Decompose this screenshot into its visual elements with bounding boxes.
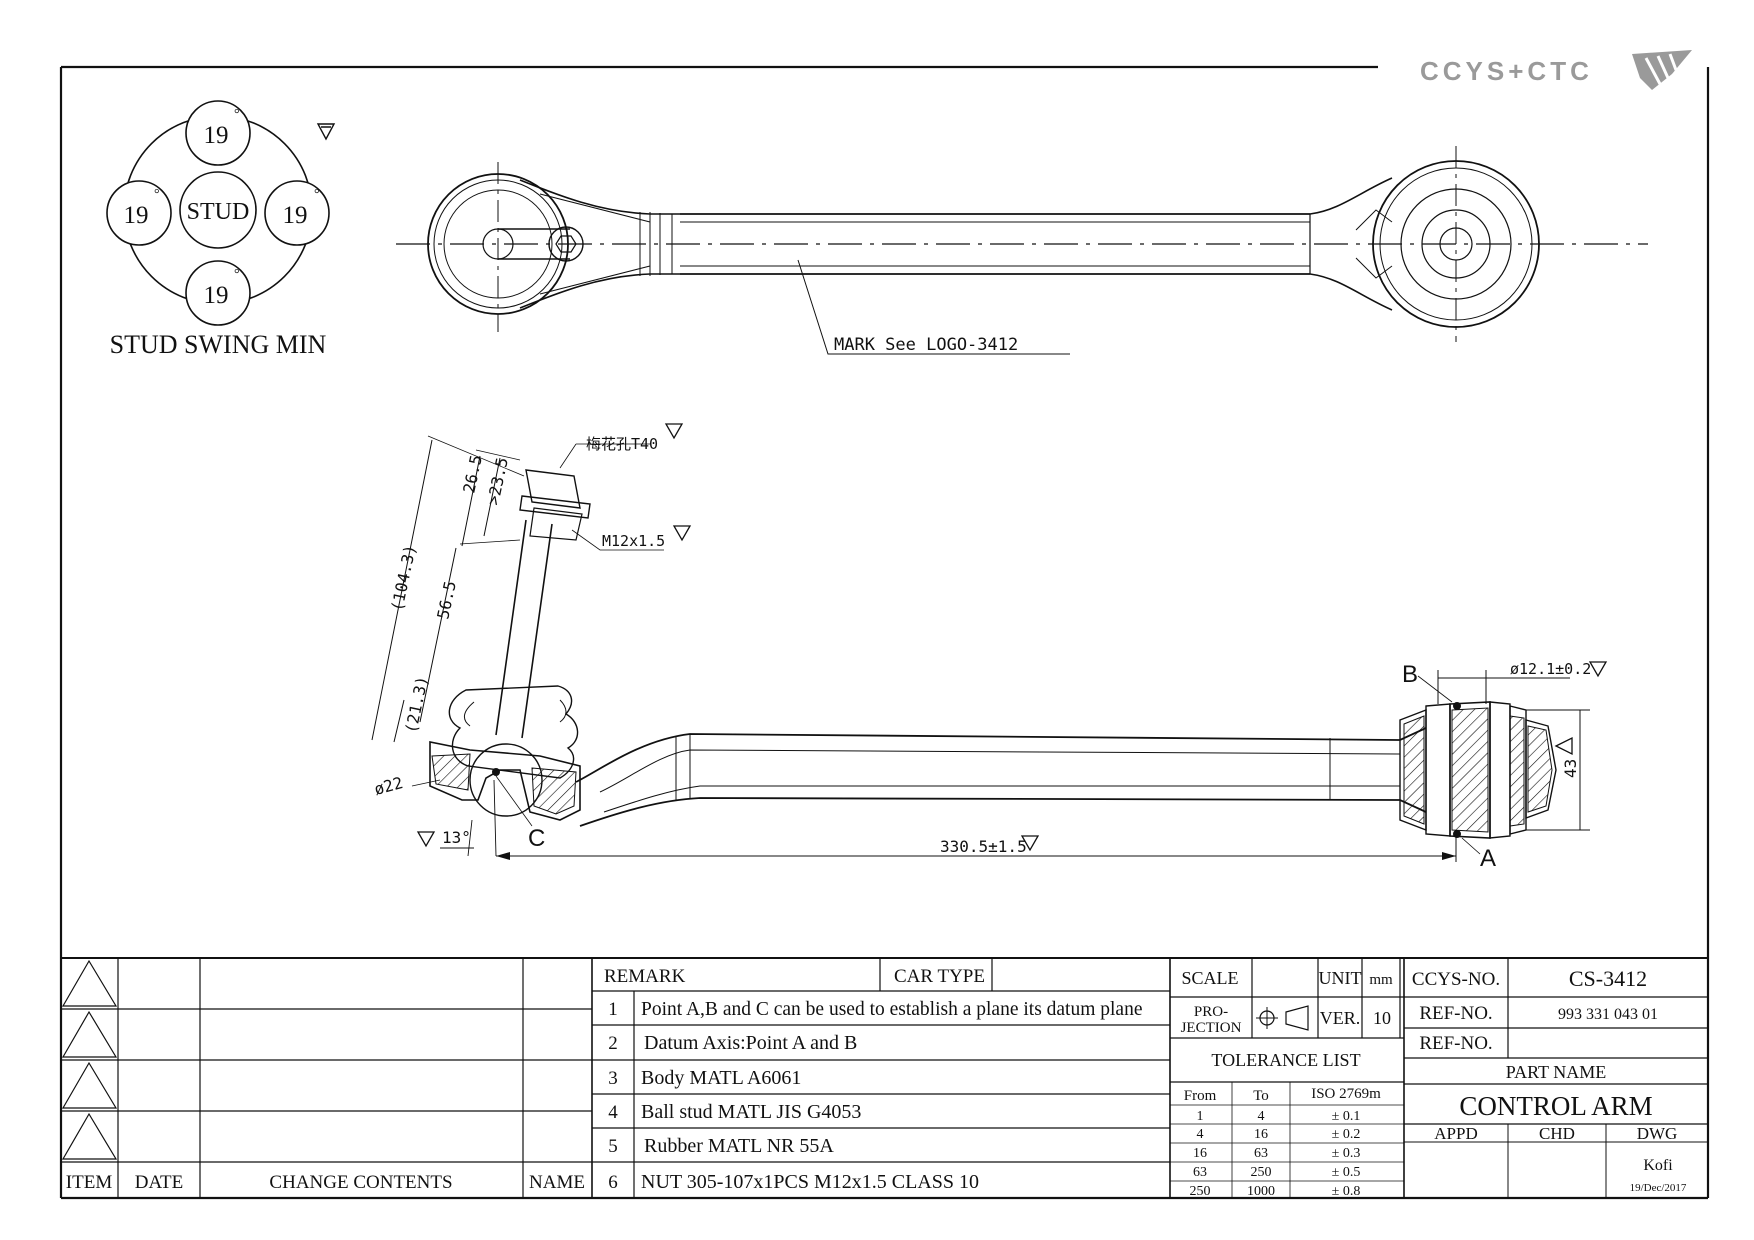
ver-value: 10 <box>1373 1008 1391 1028</box>
remark-list: 1 Point A,B and C can be used to establi… <box>608 999 1142 1193</box>
dim-56-5: 56.5 <box>433 579 460 621</box>
tol-cell: ± 0.5 <box>1332 1165 1361 1180</box>
surface-finish-icon <box>664 423 684 440</box>
tol-cell: 16 <box>1254 1127 1268 1142</box>
ref-no-label: REF-NO. <box>1419 1003 1492 1024</box>
tol-cell: ± 0.2 <box>1332 1127 1361 1142</box>
stud-swing-diagram: STUD 19 19 19 19 ° ° ° ° STUD SWING MIN <box>106 100 336 359</box>
tol-cell: 63 <box>1254 1146 1268 1161</box>
swing-caption: STUD SWING MIN <box>110 330 327 359</box>
tol-cell: 1 <box>1197 1109 1204 1124</box>
stud-label: STUD <box>187 199 250 225</box>
swing-angle-right: 19 <box>283 202 308 229</box>
remark-text: Rubber MATL NR 55A <box>644 1135 834 1157</box>
unit-value: mm <box>1369 972 1393 988</box>
dim-phi22: ø22 <box>372 773 405 799</box>
remark-text: NUT 305-107x1PCS M12x1.5 CLASS 10 <box>641 1171 979 1193</box>
dim-104-3: (104.3) <box>387 543 420 613</box>
remark-text: Ball stud MATL JIS G4053 <box>641 1101 861 1123</box>
dim-23-5: >23.5 <box>483 456 512 507</box>
remark-no: 1 <box>608 999 618 1020</box>
tol-header: From <box>1184 1088 1217 1104</box>
tol-cell: 250 <box>1251 1165 1272 1180</box>
swing-angle-bottom: 19 <box>204 282 229 309</box>
company-logo: CCYS+CTC <box>1420 50 1692 90</box>
thread-note: M12x1.5 <box>602 532 665 550</box>
projection-label: JECTION <box>1181 1020 1242 1036</box>
dim-bore: ø12.1±0.2 <box>1510 660 1591 678</box>
tol-cell: 63 <box>1193 1165 1207 1180</box>
remark-no: 2 <box>608 1033 618 1054</box>
rev-header-change: CHANGE CONTENTS <box>269 1172 452 1193</box>
datum-b: B <box>1402 661 1418 688</box>
datum-a: A <box>1480 845 1496 872</box>
swing-angle-left: 19 <box>124 202 149 229</box>
swing-angle-top: 19 <box>204 122 229 149</box>
tol-header: ISO 2769m <box>1311 1086 1381 1102</box>
ccys-no-label: CCYS-NO. <box>1412 969 1500 990</box>
surface-finish-icon <box>416 831 436 848</box>
part-name-label: PART NAME <box>1506 1062 1606 1082</box>
top-view: MARK See LOGO-3412 <box>396 146 1648 355</box>
ccys-no-value: CS-3412 <box>1569 966 1647 991</box>
remark-text: Body MATL A6061 <box>641 1067 801 1089</box>
side-view: 26.5 >23.5 (104.3) 56.5 (21.3) 梅花孔T40 M1… <box>371 423 1608 872</box>
dim-width: 43 <box>1561 759 1580 778</box>
degree-mark: ° <box>234 107 240 122</box>
remark-no: 5 <box>608 1136 618 1157</box>
appd-label: APPD <box>1434 1124 1477 1143</box>
scale-label: SCALE <box>1181 968 1238 988</box>
remark-label: REMARK <box>604 966 686 987</box>
rev-header-name: NAME <box>529 1172 585 1193</box>
remark-no: 6 <box>608 1172 618 1193</box>
rev-header-date: DATE <box>135 1172 184 1193</box>
drawn-date: 19/Dec/2017 <box>1630 1182 1687 1194</box>
dwg-label: DWG <box>1637 1124 1678 1143</box>
remark-text: Datum Axis:Point A and B <box>644 1032 857 1054</box>
remark-no: 3 <box>608 1068 618 1089</box>
rev-header-item: ITEM <box>66 1172 113 1193</box>
dim-angle: 13° <box>442 828 471 847</box>
dim-26-5: 26.5 <box>459 453 486 495</box>
car-type-label: CAR TYPE <box>894 966 985 987</box>
tol-cell: 4 <box>1197 1127 1204 1142</box>
surface-finish-icon <box>1020 835 1040 852</box>
tol-header: To <box>1253 1088 1269 1104</box>
projection-symbol-icon <box>1256 1005 1309 1031</box>
tol-cell: 250 <box>1190 1184 1211 1199</box>
tolerance-table: From To ISO 2769m 1 4 ± 0.1 4 16 ± 0.2 1… <box>1184 1086 1381 1199</box>
tolerance-title: TOLERANCE LIST <box>1211 1050 1360 1070</box>
projection-label: PRO- <box>1194 1004 1228 1020</box>
surface-finish-icon <box>672 525 692 542</box>
tol-cell: ± 0.8 <box>1332 1184 1361 1199</box>
tol-cell: ± 0.1 <box>1332 1109 1361 1124</box>
ref-no-label-2: REF-NO. <box>1419 1033 1492 1054</box>
tol-cell: 1000 <box>1247 1184 1275 1199</box>
degree-mark: ° <box>314 187 320 202</box>
ref-no-value: 993 331 043 01 <box>1558 1006 1658 1023</box>
unit-label: UNIT <box>1319 968 1362 988</box>
remark-no: 4 <box>608 1102 618 1123</box>
surface-finish-icon <box>316 123 336 141</box>
chd-label: CHD <box>1539 1124 1575 1143</box>
degree-mark: ° <box>154 187 160 202</box>
tol-cell: 4 <box>1258 1109 1265 1124</box>
surface-finish-icon <box>1554 736 1573 756</box>
drawn-by: Kofi <box>1643 1157 1673 1174</box>
tol-cell: ± 0.3 <box>1332 1146 1361 1161</box>
dim-21-3: (21.3) <box>401 674 432 734</box>
degree-mark: ° <box>234 267 240 282</box>
dim-length: 330.5±1.5 <box>940 837 1027 856</box>
mark-note: MARK See LOGO-3412 <box>834 335 1018 355</box>
remark-text: Point A,B and C can be used to establish… <box>641 999 1143 1020</box>
title-block-grid <box>61 957 1708 1198</box>
svg-text:CCYS+CTC: CCYS+CTC <box>1420 56 1593 86</box>
surface-finish-icon <box>1588 661 1608 678</box>
logo-mark-icon <box>1632 50 1692 90</box>
ver-label: VER. <box>1320 1008 1361 1028</box>
tol-cell: 16 <box>1193 1146 1207 1161</box>
part-name: CONTROL ARM <box>1459 1091 1652 1121</box>
datum-c: C <box>528 825 545 852</box>
